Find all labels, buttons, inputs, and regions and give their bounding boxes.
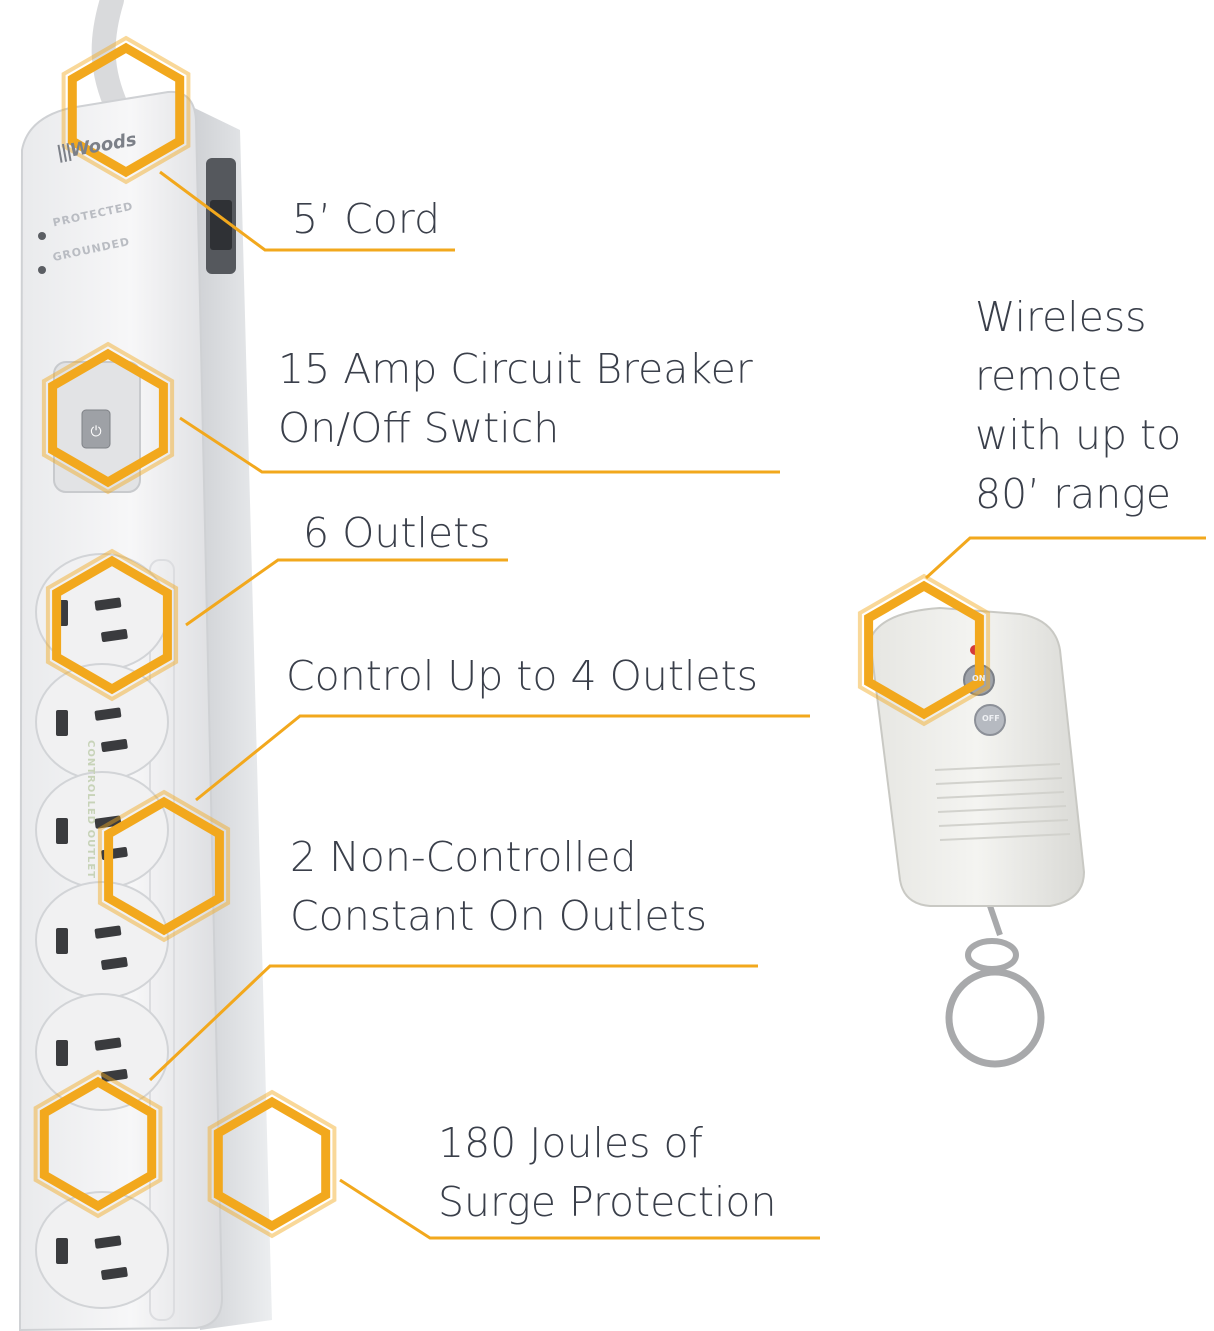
outlets-callout: 6 Outlets — [303, 509, 491, 557]
protected-indicator — [38, 232, 46, 240]
noncontrolled-hexagon — [33, 1069, 163, 1219]
surge-callout: 180 Joules of Surge Protection — [438, 1119, 777, 1226]
cord-hexagon — [61, 35, 191, 185]
remote-on-label: ON — [972, 674, 986, 683]
power-cord — [91, 0, 130, 122]
cord-leader — [159, 170, 455, 252]
remote-ridges — [934, 763, 1071, 841]
grounded-indicator — [38, 266, 46, 274]
power-button — [81, 409, 111, 449]
breaker-leader — [179, 416, 780, 474]
remote-leader — [924, 536, 1206, 580]
callout-hexagons — [33, 35, 991, 1239]
remote-hexagon — [857, 573, 991, 727]
surge-leader — [339, 1178, 820, 1240]
callout-leaders — [148, 170, 1206, 1240]
remote-off-button — [974, 704, 1006, 736]
surge-hexagon — [207, 1089, 337, 1239]
noncontrolled-leader — [148, 964, 758, 1082]
cord-callout: 5’ Cord — [292, 195, 441, 243]
key-ring — [945, 899, 1045, 1068]
controlled-outlet-label: CONTROLLED OUTLET — [85, 740, 96, 880]
remote-callout: Wireless remote with up to 80’ range — [975, 293, 1182, 518]
outlets-hexagon — [45, 548, 179, 702]
noncontrolled-callout: 2 Non-Controlled Constant On Outlets — [290, 833, 708, 940]
svg-text:⏻: ⏻ — [90, 424, 101, 440]
control-callout: Control Up to 4 Outlets — [286, 652, 759, 700]
breaker-callout: 15 Amp Circuit Breaker On/Off Swtich — [278, 345, 753, 452]
remote-off-label: OFF — [982, 714, 1000, 723]
control-hexagon — [97, 789, 231, 943]
wireless-remote — [868, 606, 1086, 907]
outlets-leader — [185, 558, 508, 627]
breaker-hexagon — [41, 341, 175, 495]
control-leader — [195, 714, 810, 802]
